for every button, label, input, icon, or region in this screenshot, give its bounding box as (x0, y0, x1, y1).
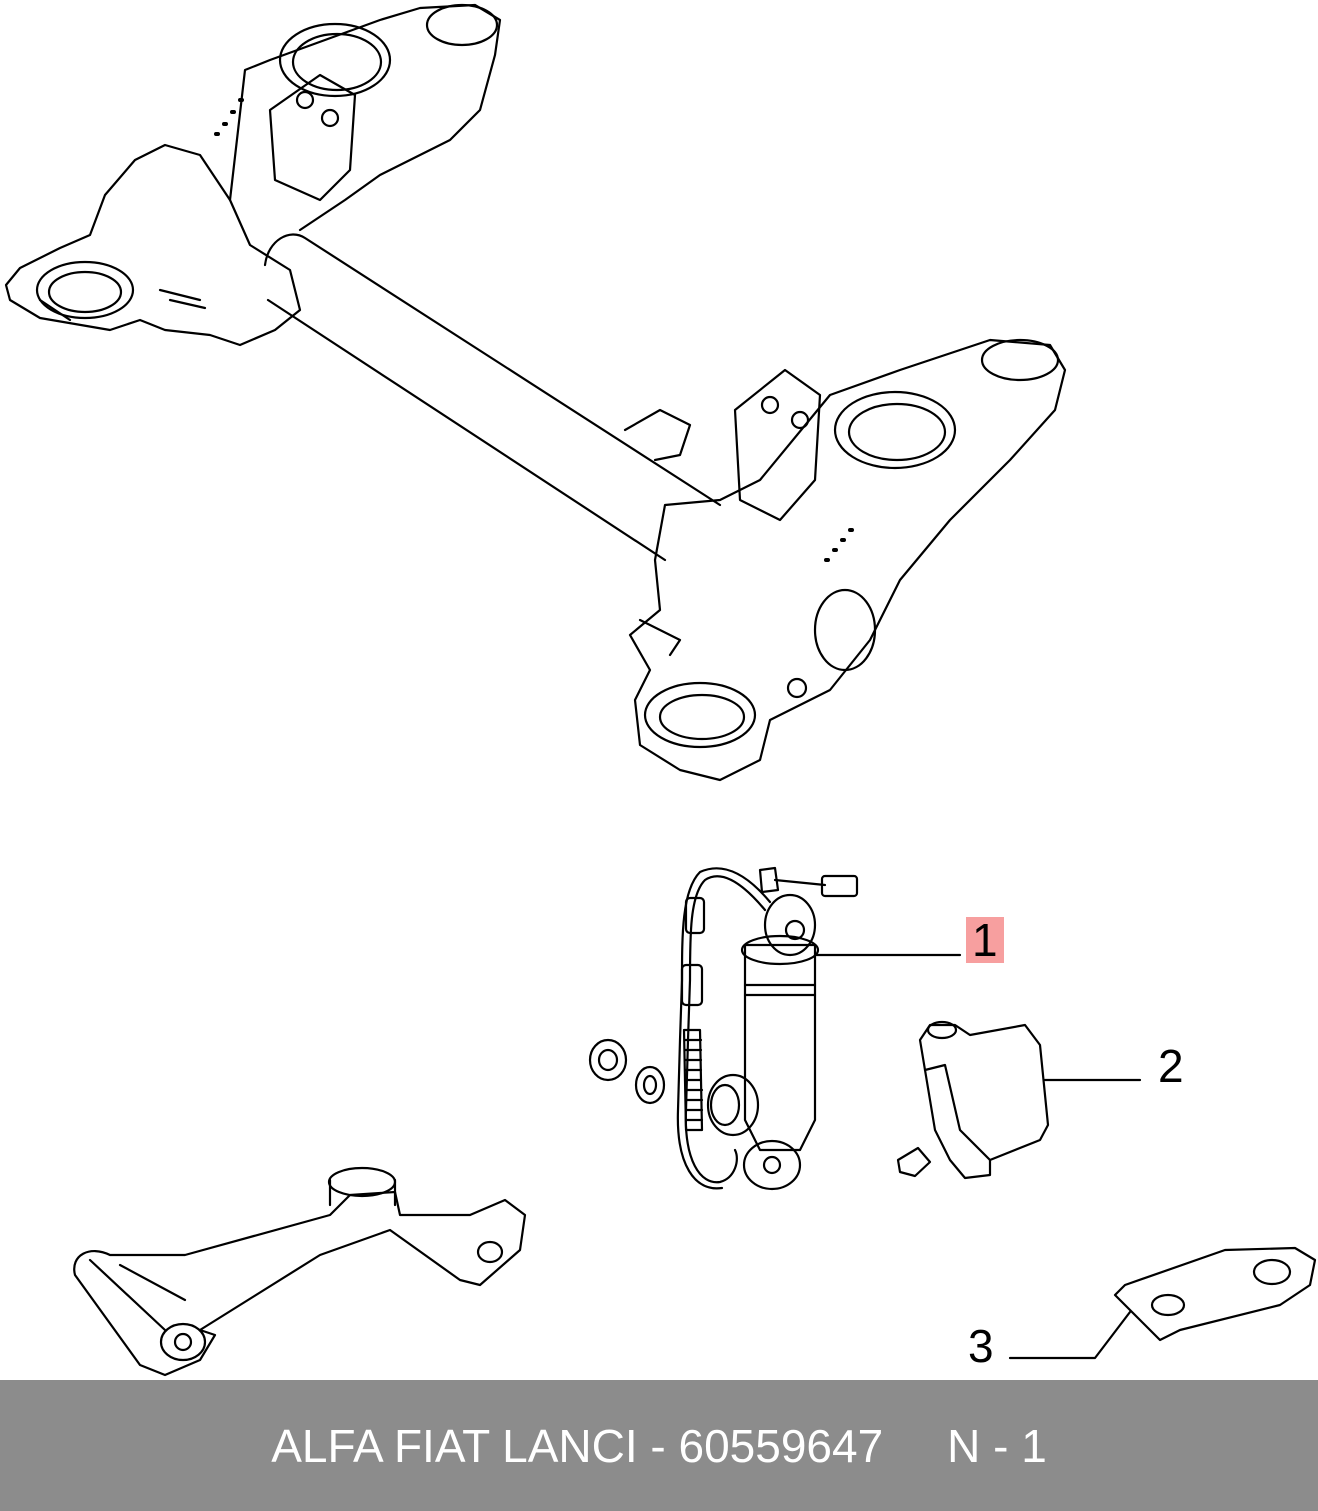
footer-spacer (883, 1419, 947, 1473)
part-number-text: ALFA FIAT LANCI - 60559647 (271, 1419, 884, 1472)
bracket-drawing (896, 1020, 1050, 1180)
plate-drawing (1113, 1246, 1317, 1342)
callout-1: 1 (966, 917, 1004, 963)
rear-crossmember-drawing (4, 3, 1067, 782)
trailing-arm-drawing (73, 1166, 527, 1377)
callout-2: 2 (1158, 1040, 1184, 1092)
callout-3: 3 (968, 1320, 994, 1372)
page-indicator-text: N - 1 (947, 1419, 1047, 1472)
footer-bar: ALFA FIAT LANCI - 60559647 N - 1 (0, 1380, 1318, 1511)
level-sensor-drawing (588, 866, 859, 1191)
leader-line-3 (1008, 1310, 1132, 1360)
leader-lines (813, 953, 1142, 1360)
parts-diagram (4, 3, 1317, 1377)
